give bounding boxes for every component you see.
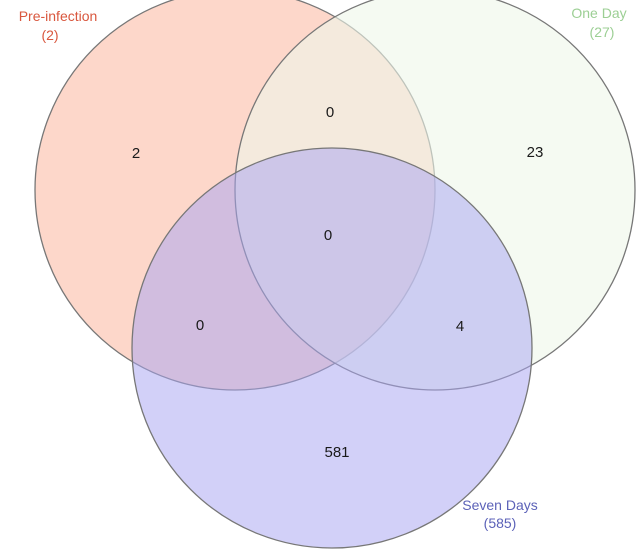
set-total-one-day: (27) xyxy=(590,24,615,40)
set-total-pre-infection: (2) xyxy=(41,27,58,43)
set-label-one-day: One Day xyxy=(571,5,626,21)
count-all-three: 0 xyxy=(324,227,332,244)
set-total-seven-days: (585) xyxy=(484,515,517,531)
circle-seven-days xyxy=(131,147,533,549)
count-seven-days-only: 581 xyxy=(324,444,349,461)
set-label-pre-infection: Pre-infection xyxy=(19,8,98,24)
count-one-day-only: 23 xyxy=(527,144,544,161)
count-pre-one-overlap: 0 xyxy=(326,104,334,121)
set-label-seven-days: Seven Days xyxy=(462,497,537,513)
count-pre-seven-overlap: 0 xyxy=(196,317,204,334)
count-pre-infection-only: 2 xyxy=(132,145,140,162)
count-one-seven-overlap: 4 xyxy=(456,318,464,335)
